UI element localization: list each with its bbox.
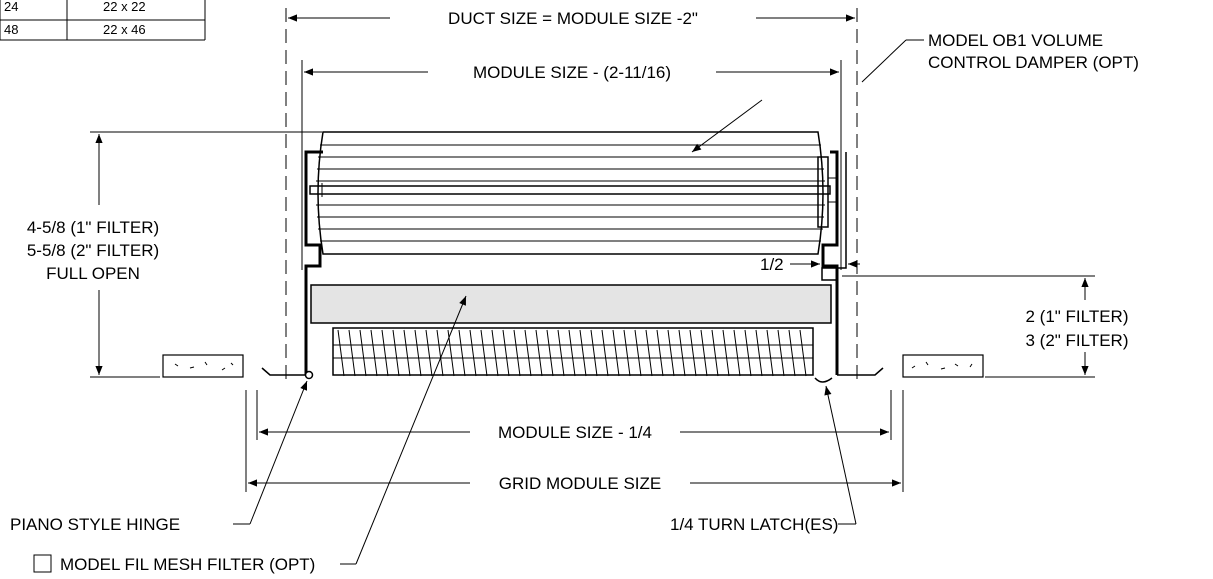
- ceiling-tile-right: [902, 354, 984, 378]
- louver-blades: [332, 327, 833, 383]
- damper-arrow: [691, 99, 763, 153]
- module-quarter-size-label: MODULE SIZE - 1/4: [498, 423, 652, 442]
- table-cell-module: 24: [4, 0, 18, 14]
- mesh-filter-leader-arrow: [355, 295, 467, 565]
- depth-label-line2: 3 (2" FILTER): [1025, 331, 1128, 350]
- height-label-line3: FULL OPEN: [46, 264, 140, 283]
- table-cell-duct: 22 x 22: [103, 0, 146, 14]
- latch-label: 1/4 TURN LATCH(ES): [670, 515, 838, 534]
- duct-size-label: DUCT SIZE = MODULE SIZE -2": [448, 9, 698, 28]
- half-inch-label: 1/2: [760, 255, 784, 274]
- mesh-filter-checkbox[interactable]: [33, 554, 52, 573]
- height-label-line2: 5-5/8 (2" FILTER): [27, 241, 159, 260]
- damper-label-line1: MODEL OB1 VOLUME: [928, 31, 1103, 50]
- module-inner-size-label: MODULE SIZE - (2-11/16): [473, 63, 671, 82]
- height-label-line1: 4-5/8 (1" FILTER): [27, 218, 159, 237]
- damper-body: [309, 131, 837, 255]
- piano-hinge-leader-arrow: [249, 380, 308, 525]
- damper-label-line2: CONTROL DAMPER (OPT): [928, 53, 1139, 72]
- piano-hinge-label: PIANO STYLE HINGE: [10, 515, 180, 534]
- table-cell-duct: 22 x 46: [103, 22, 146, 37]
- mesh-filter-label: MODEL FIL MESH FILTER (OPT): [60, 555, 315, 574]
- depth-label-line1: 2 (1" FILTER): [1025, 307, 1128, 326]
- ceiling-tile-left: [162, 354, 244, 378]
- latch-leader-arrow: [824, 385, 857, 525]
- size-table: 24 22 x 22 48 22 x 46: [0, 0, 206, 41]
- table-cell-module: 48: [4, 22, 18, 37]
- quarter-turn-latch: [814, 377, 833, 383]
- mesh-filter: [310, 284, 832, 324]
- piano-hinge-pin: [304, 370, 314, 380]
- grid-module-size-label: GRID MODULE SIZE: [499, 474, 661, 493]
- frame-left: [261, 150, 323, 380]
- frame-right: [821, 150, 884, 376]
- damper-leader-d: [861, 39, 907, 83]
